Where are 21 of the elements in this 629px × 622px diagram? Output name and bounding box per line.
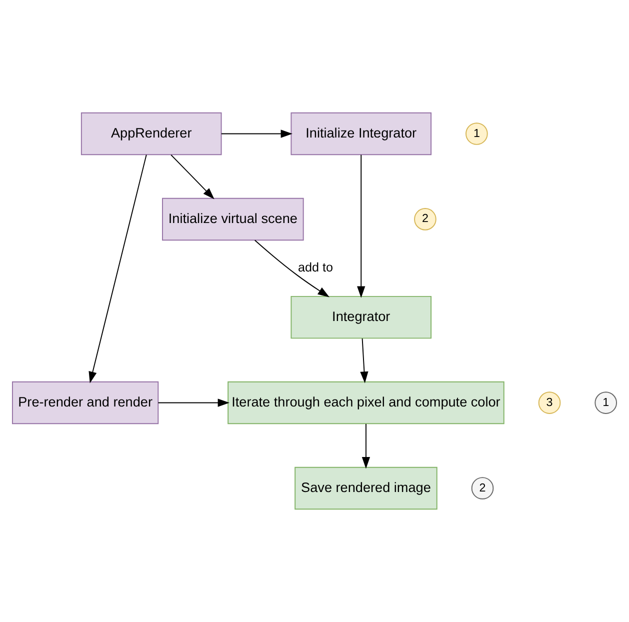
node-box: AppRenderer [80, 112, 222, 156]
node-box: Initialize virtual scene [162, 198, 304, 241]
arrow [360, 338, 368, 384]
node-circle: 2 [414, 208, 436, 230]
node-box: Pre-render and render [12, 381, 159, 424]
node-box: Save rendered image [294, 466, 438, 510]
node-circle: 3 [538, 392, 561, 414]
arrow [158, 398, 230, 407]
node-circle: 1 [466, 122, 488, 145]
node-box: Iterate through each pixel and compute color [228, 381, 504, 424]
arrow [170, 154, 214, 200]
node-box: Integrator [290, 296, 432, 339]
arrow [88, 154, 147, 384]
arrow [357, 154, 366, 298]
node-circle: 1 [594, 392, 618, 414]
node-circle: 2 [471, 477, 494, 500]
node-box: Initialize Integrator [290, 112, 432, 156]
edge-label: add to [298, 260, 333, 275]
arrow [362, 423, 370, 469]
arrow [220, 130, 292, 138]
arrow [254, 240, 330, 298]
